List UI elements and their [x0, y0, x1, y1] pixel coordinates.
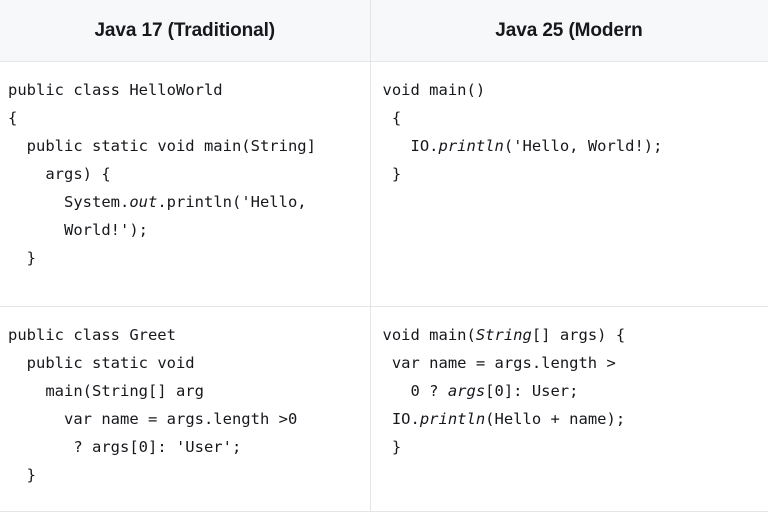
code-cell-java25-greet: void main(String[] args) { var name = ar…: [370, 306, 768, 512]
header-java17: Java 17 (Traditional): [0, 0, 371, 62]
code-cell-java17-helloworld: public class HelloWorld { public static …: [0, 61, 371, 308]
header-row: Java 17 (Traditional) Java 25 (Modern: [0, 0, 768, 62]
code-snippet-java25-helloworld: void main() { IO.println('Hello, World!)…: [382, 81, 663, 183]
table-header: Java 17 (Traditional) Java 25 (Modern: [0, 0, 768, 62]
table-row: public class Greet public static void ma…: [0, 306, 768, 512]
header-java25: Java 25 (Modern: [370, 0, 768, 62]
table-row: public class HelloWorld { public static …: [0, 61, 768, 308]
code-snippet-java17-greet: public class Greet public static void ma…: [8, 326, 298, 485]
table-body: public class HelloWorld { public static …: [0, 61, 768, 512]
code-cell-java25-helloworld: void main() { IO.println('Hello, World!)…: [370, 61, 768, 308]
code-snippet-java25-greet: void main(String[] args) { var name = ar…: [382, 326, 626, 457]
code-snippet-java17-helloworld: public class HelloWorld { public static …: [8, 81, 316, 267]
code-cell-java17-greet: public class Greet public static void ma…: [0, 306, 371, 512]
